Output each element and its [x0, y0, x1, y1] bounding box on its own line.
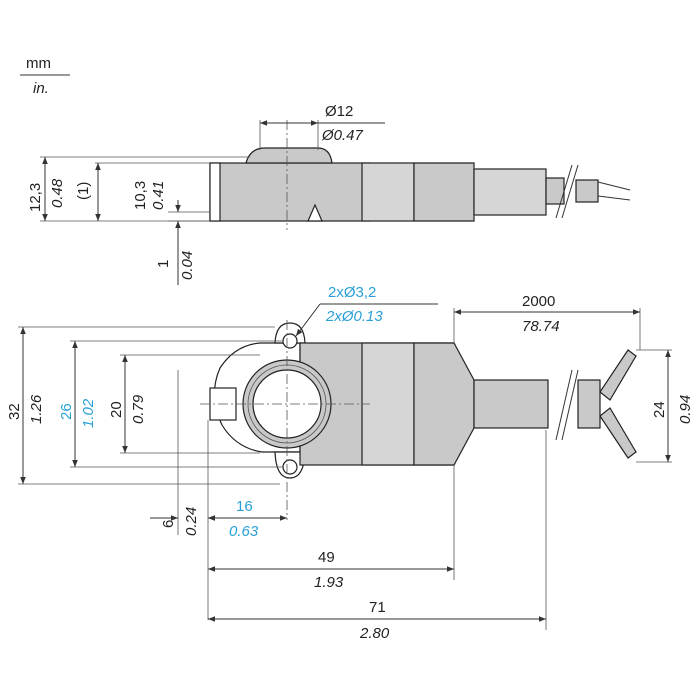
top-break-1 [555, 369, 573, 441]
dia-mm: Ø12 [325, 103, 353, 120]
top-wire-upper [599, 349, 637, 401]
side-collar [361, 162, 415, 222]
l49-mm: 49 [318, 549, 335, 566]
c-in: 0.94 [677, 395, 694, 424]
hd-in: 0.63 [229, 523, 259, 540]
l71-in: 2.80 [359, 625, 390, 642]
o-in: 0.24 [183, 507, 200, 536]
side-wire-1 [597, 181, 631, 191]
top-break-2 [561, 369, 579, 441]
holes-leader [295, 303, 321, 337]
top-wire-lower [599, 407, 637, 459]
side-view: Ø12 Ø0.47 12,3 0.48 (1) 10,3 0.41 1 0.04 [27, 103, 631, 285]
h-note: (1) [75, 182, 92, 200]
top-cable [473, 379, 549, 429]
m-mm: 26 [58, 403, 75, 420]
l71-mm: 71 [369, 599, 386, 616]
side-notch [307, 203, 323, 222]
side-relief [413, 162, 475, 222]
c-mm: 24 [651, 401, 668, 418]
hd-mm: 16 [236, 498, 253, 515]
top-taper [413, 342, 475, 466]
n-mm: 20 [108, 401, 125, 418]
m-in: 1.02 [80, 398, 97, 428]
side-cable-end [575, 179, 599, 203]
holes-mm: 2xØ3,2 [328, 284, 376, 301]
side-break-1 [555, 164, 573, 219]
top-cable-end [577, 379, 601, 429]
dia-in: Ø0.47 [321, 127, 364, 144]
h-in: 0.48 [49, 178, 66, 208]
unit-in-label: in. [33, 80, 49, 97]
holes-in: 2xØ0.13 [325, 308, 383, 325]
w-in: 1.26 [28, 394, 45, 424]
unit-mm-label: mm [26, 55, 51, 72]
side-body [209, 162, 371, 222]
cable-mm: 2000 [522, 293, 555, 310]
b-mm: 1 [155, 260, 172, 268]
side-break-2 [561, 164, 579, 219]
b-in: 0.04 [179, 251, 196, 280]
top-hole-lower [282, 459, 298, 475]
i-in: 0.41 [150, 181, 167, 210]
side-dome [245, 147, 333, 164]
side-left-cap [209, 162, 221, 222]
top-hole-upper [282, 333, 298, 349]
h-mm: 12,3 [27, 183, 44, 212]
cable-in: 78.74 [522, 318, 560, 335]
o-mm: 6 [160, 520, 177, 528]
l49-in: 1.93 [314, 574, 344, 591]
side-sleeve [473, 168, 547, 216]
top-view: 2xØ3,2 2xØ0.13 2000 78.74 32 1.26 26 1.0… [6, 284, 694, 642]
w-mm: 32 [6, 403, 23, 420]
n-in: 0.79 [130, 394, 147, 424]
top-ear-upper [274, 322, 306, 344]
i-mm: 10,3 [132, 181, 149, 210]
side-wire-2 [597, 195, 631, 201]
